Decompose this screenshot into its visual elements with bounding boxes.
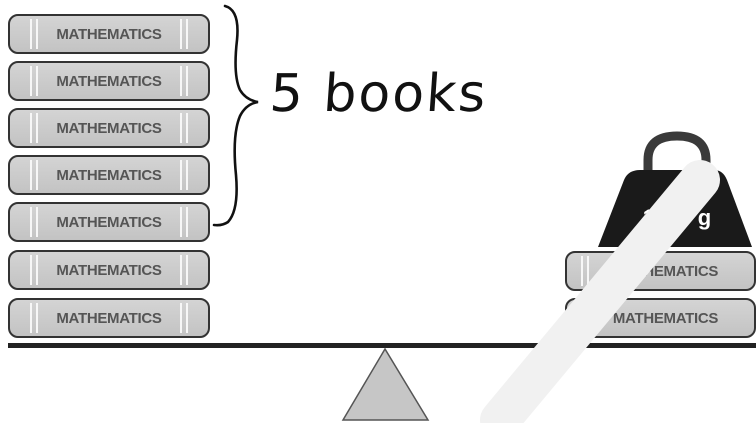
- balance-scale-diagram: MATHEMATICS MATHEMATICS MATHEMATICS MATH…: [0, 0, 756, 423]
- watermark: [0, 0, 756, 423]
